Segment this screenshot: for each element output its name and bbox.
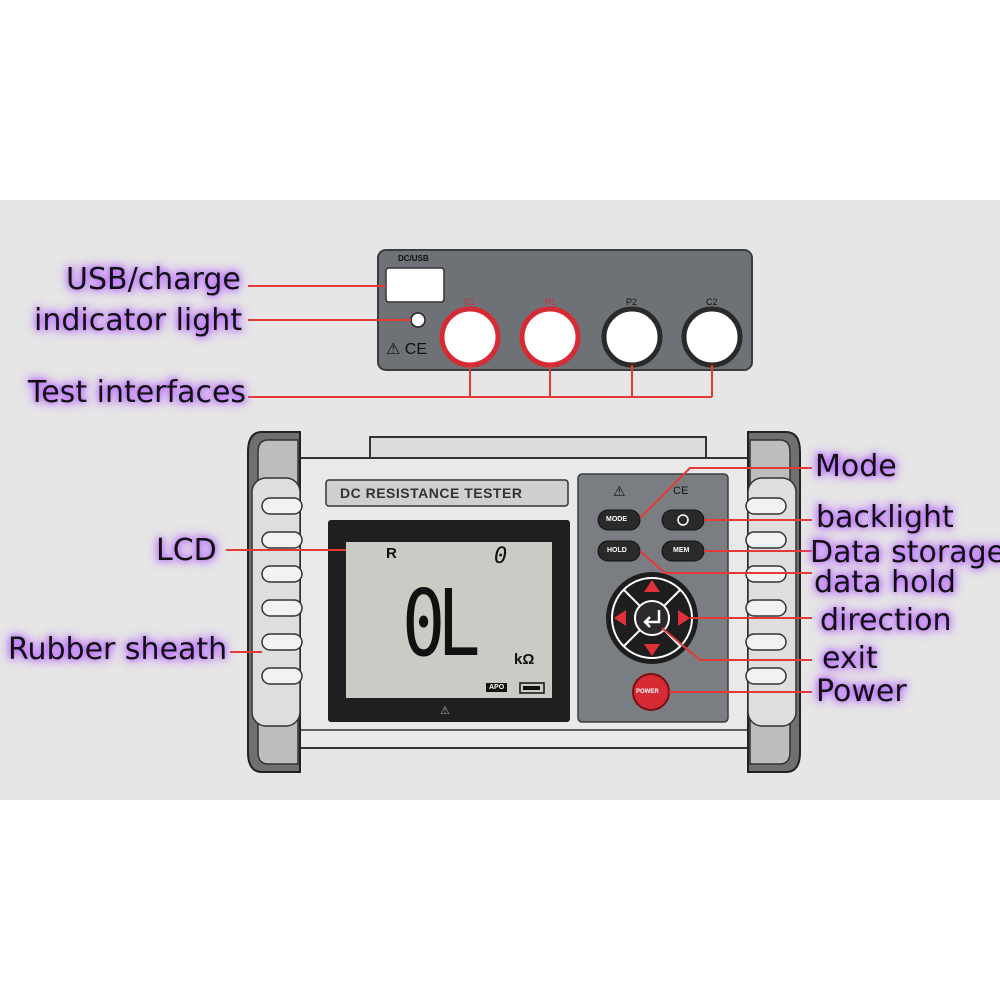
callout-data-storage: Data storage	[810, 535, 1000, 570]
rubber-sheath-right	[745, 431, 801, 773]
port-label-p2: P2	[626, 297, 638, 307]
callout-power: Power	[816, 674, 907, 709]
callout-test-interfaces: Test interfaces	[28, 375, 247, 410]
lcd-screen	[346, 542, 552, 698]
callout-rubber-sheath: Rubber sheath	[8, 632, 228, 667]
callout-exit: exit	[822, 641, 878, 676]
callout-mode: Mode	[815, 449, 897, 484]
callout-usb-charge: USB/charge	[66, 262, 241, 297]
backlight-icon	[677, 514, 689, 526]
battery-fill	[523, 686, 540, 690]
callout-data-hold: data hold	[814, 565, 956, 600]
arrow-down-icon	[644, 644, 660, 656]
port-p1	[519, 306, 581, 368]
port-label-p1: P1	[545, 297, 557, 307]
keypad-warning-icon: ⚠	[613, 483, 626, 499]
lcd-apo: APO	[486, 683, 508, 692]
dc-usb-label: DC/USB	[398, 254, 429, 263]
mode-button[interactable]	[597, 509, 641, 531]
callout-lcd: LCD	[156, 533, 217, 568]
callout-lines	[226, 285, 812, 693]
port-label-c2: C2	[706, 297, 718, 307]
callout-backlight: backlight	[816, 500, 954, 535]
device-title: DC RESISTANCE TESTER	[340, 485, 523, 501]
backlight-button[interactable]	[661, 509, 705, 531]
lcd-mode: R	[386, 545, 397, 562]
lcd-memory: 0	[494, 544, 508, 569]
arrow-left-icon	[614, 610, 626, 626]
enter-icon	[643, 610, 661, 628]
port-label-c1: C1	[464, 297, 476, 307]
panel-marks: ⚠ CE	[386, 341, 428, 358]
port-p2	[601, 306, 663, 368]
indicator-light	[410, 312, 426, 328]
enter-button[interactable]	[634, 600, 670, 636]
lcd-unit: kΩ	[514, 651, 535, 668]
port-c2	[681, 306, 743, 368]
callout-indicator-light: indicator light	[34, 303, 243, 338]
title-plate	[325, 479, 569, 507]
usb-port	[385, 267, 445, 303]
mem-button-label: MEM	[673, 547, 690, 554]
rubber-sheath-left	[247, 431, 303, 773]
hold-button-label: HOLD	[607, 547, 627, 554]
direction-pad[interactable]	[606, 572, 698, 664]
device-warning-icon: ⚠	[440, 705, 450, 717]
arrow-up-icon	[644, 580, 660, 592]
power-button-label: POWER	[636, 689, 659, 695]
battery-icon	[519, 682, 545, 694]
lcd-reading: 0L	[402, 570, 481, 677]
callout-direction: direction	[820, 603, 952, 638]
mode-button-label: MODE	[606, 516, 627, 523]
arrow-right-icon	[678, 610, 690, 626]
keypad-ce-mark: CE	[673, 485, 689, 497]
port-c1	[439, 306, 501, 368]
